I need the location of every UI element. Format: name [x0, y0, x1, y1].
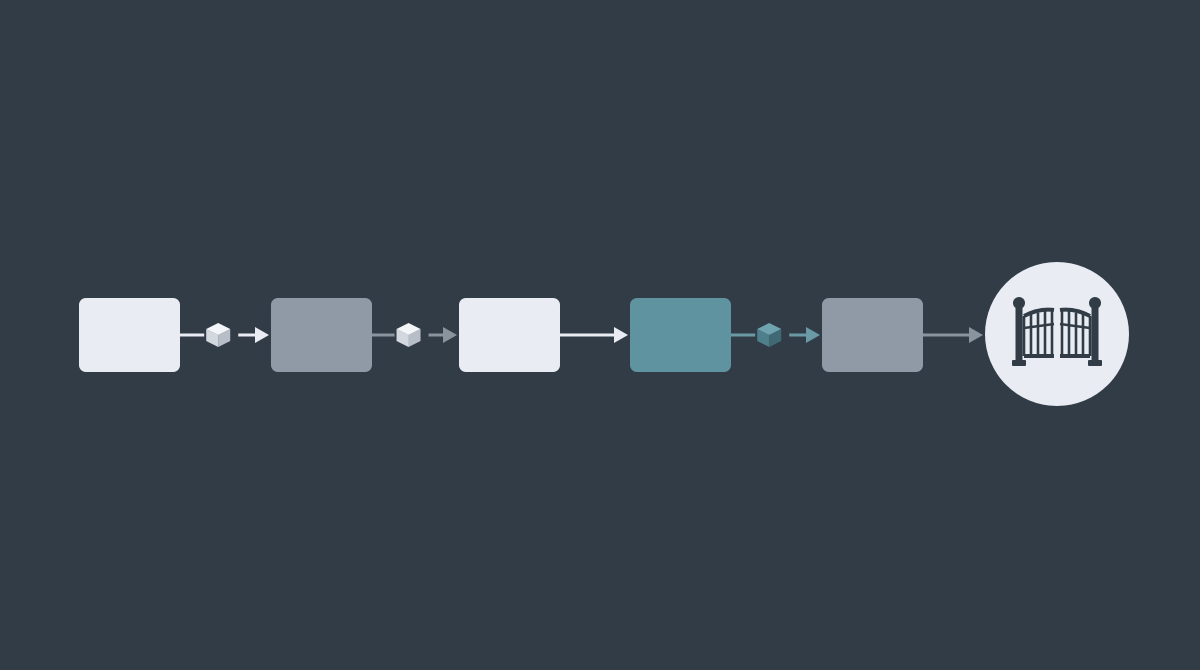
arrow-icon	[428, 327, 457, 343]
arrow-icon	[923, 327, 983, 343]
connector-4	[731, 323, 820, 347]
arrow-icon	[238, 327, 269, 343]
stages-layer	[79, 298, 923, 372]
endpoint-layer	[985, 262, 1129, 406]
stage-3-box	[459, 298, 560, 372]
package-icon	[396, 323, 421, 347]
arrow-icon	[560, 327, 628, 343]
gate-endpoint-circle	[985, 262, 1129, 406]
connector-3	[560, 327, 628, 343]
connector-2	[372, 323, 457, 347]
gate-icon	[1012, 297, 1102, 366]
stage-1-box	[79, 298, 180, 372]
package-icon	[757, 323, 782, 347]
connectors-layer	[180, 323, 983, 347]
package-icon	[206, 323, 231, 347]
stage-4-box	[630, 298, 731, 372]
stage-2-box	[271, 298, 372, 372]
connector-5	[923, 327, 983, 343]
stage-5-box	[822, 298, 923, 372]
arrow-icon	[789, 327, 820, 343]
connector-1	[180, 323, 269, 347]
